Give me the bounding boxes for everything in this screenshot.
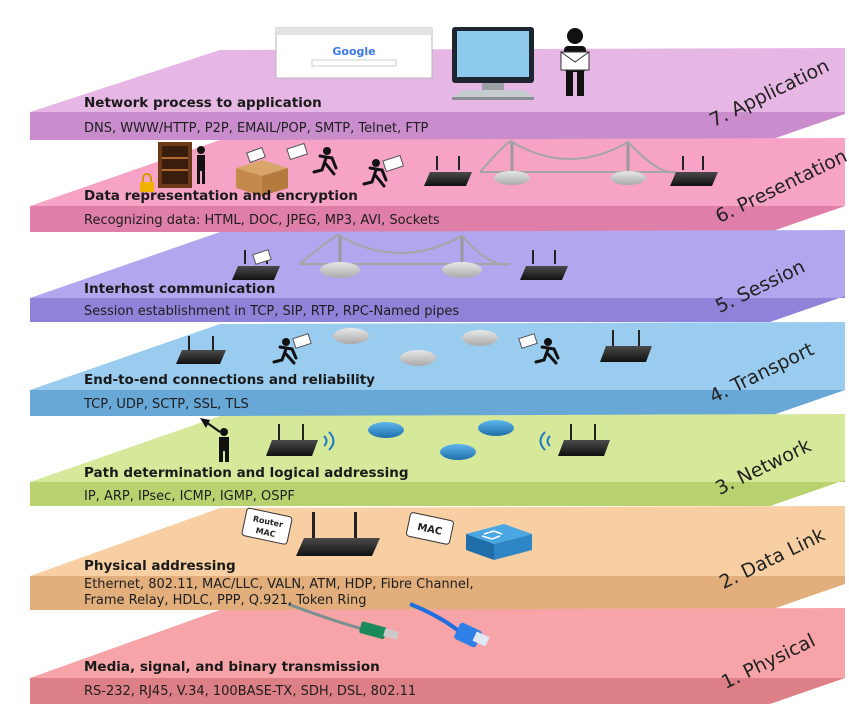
svg-text:MAC: MAC [255,526,277,539]
layer-number-label-session: 5. Session [712,255,809,318]
layer-title-presentation: Data representation and encryption [84,188,358,204]
svg-text:MAC: MAC [416,522,443,538]
wireless-router-icon [266,424,318,456]
layer-title-physical: Media, signal, and binary transmission [84,659,380,675]
layer-protocols-transport: TCP, UDP, SCTP, SSL, TLS [84,397,249,412]
router-disk-icon [333,328,498,366]
mac-tag: MAC [406,512,454,545]
wireless-router-icon [232,249,280,280]
browser-window-icon: Google [275,27,433,79]
running-courier-icon [272,333,312,365]
running-courier-icon [286,142,338,176]
running-courier-icon [518,333,560,365]
wireless-router-icon [296,512,380,556]
wireless-router-icon [670,156,718,186]
person-with-envelope-icon [560,28,590,96]
running-courier-icon [362,154,405,188]
wireless-router-icon [424,156,472,186]
wireless-router-icon [176,336,226,364]
layer-title-application: Network process to application [84,95,322,111]
layer-protocols-data-link: Frame Relay, HDLC, PPP, Q.921, Token Rin… [84,593,367,608]
layer-protocols-application: DNS, WWW/HTTP, P2P, EMAIL/POP, SMTP, Tel… [84,121,429,136]
layer-title-transport: End-to-end connections and reliability [84,372,375,388]
bridge-icon [299,234,511,278]
network-switch-icon [466,524,532,560]
desktop-computer-icon [452,27,534,100]
layer-protocols-physical: RS-232, RJ45, V.34, 100BASE-TX, SDH, DSL… [84,684,417,699]
wireless-router-icon [600,330,652,362]
layer-protocols-presentation: Recognizing data: HTML, DOC, JPEG, MP3, … [84,213,440,228]
router-mac-tag: Router MAC [241,507,293,545]
person-with-flag-icon [200,418,229,462]
layer-number-label-physical: 1. Physical [718,629,819,694]
layer-number-label-network: 3. Network [712,434,815,500]
layer-title-network: Path determination and logical addressin… [84,465,409,481]
layer-title-data-link: Physical addressing [84,558,236,574]
wireless-router-icon [520,250,568,280]
bookshelf-door-icon [158,142,205,188]
layer-number-label-application: 7. Application [706,54,833,132]
wireless-router-icon [558,424,610,456]
router-disk-icon [368,420,514,460]
layer-number-label-presentation: 6. Presentation [712,145,849,228]
layer-protocols-network: IP, ARP, IPsec, ICMP, IGMP, OSPF [84,489,295,504]
ethernet-cable-icon [409,602,490,648]
layer-protocols-session: Session establishment in TCP, SIP, RTP, … [84,304,460,319]
fiber-cable-icon [287,602,399,640]
bridge-icon [479,140,677,185]
layer-number-label-data-link: 2. Data Link [716,523,829,594]
layer-number-label-transport: 4. Transport [706,338,818,408]
svg-text:Router: Router [252,514,284,529]
google-logo: Google [332,45,375,58]
layer-protocols-data-link: Ethernet, 802.11, MAC/LLC, VALN, ATM, HD… [84,577,474,592]
wifi-signal-icon [539,431,551,451]
layer-title-session: Interhost communication [84,281,276,297]
wifi-signal-icon [323,431,335,451]
